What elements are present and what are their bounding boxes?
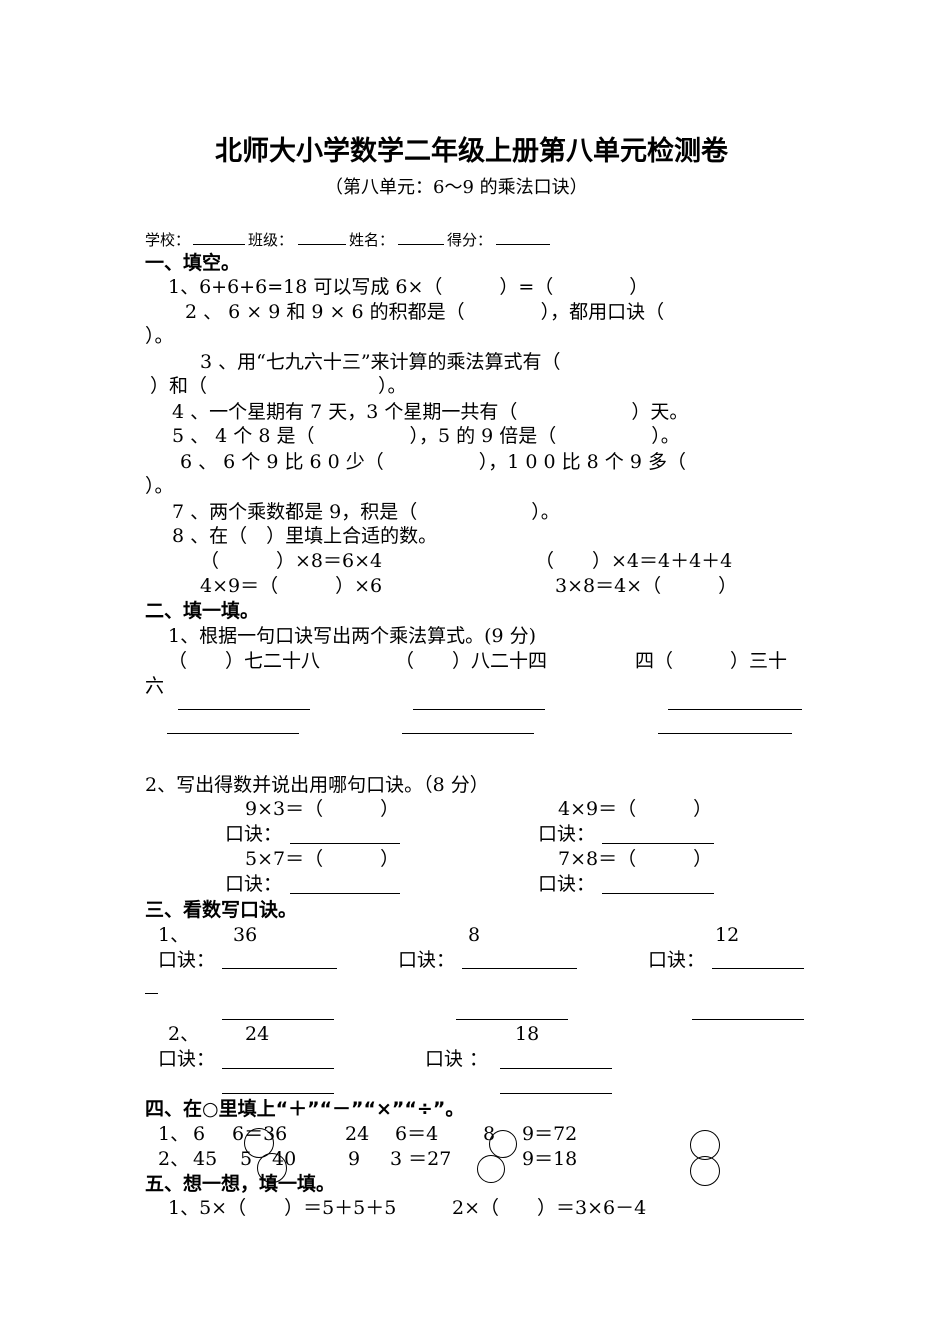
- s1-q8-item-a: （ ）×8＝6×4: [200, 550, 383, 572]
- s4-row-1-number: 1、: [158, 1123, 190, 1145]
- section-1-heading: 一、填空。: [145, 252, 241, 274]
- operator-circle[interactable]: [244, 1128, 274, 1158]
- s2-expression-4: 7×8＝（ ）: [558, 848, 713, 870]
- operator-circle[interactable]: [477, 1155, 505, 1183]
- s2-rhyme-blank[interactable]: [290, 843, 400, 844]
- s2-expression-3: 5×7＝（ ）: [245, 848, 400, 870]
- operator-circle[interactable]: [690, 1156, 720, 1186]
- s2-rhyme-label: 口诀：: [538, 823, 596, 845]
- s3-value-18: 18: [515, 1023, 540, 1045]
- s3-rhyme-blank[interactable]: [456, 1019, 568, 1020]
- s2-answer-line[interactable]: [178, 709, 310, 710]
- s1-question-8: 8 、在（ ）里填上合适的数。: [172, 525, 438, 547]
- s2-answer-line[interactable]: [167, 733, 299, 734]
- s2-answer-line[interactable]: [402, 733, 534, 734]
- s2-rhyme-3-cont: 六: [145, 675, 165, 697]
- school-blank[interactable]: [193, 244, 245, 245]
- s2-rhyme-1: （ ）七二十八: [168, 650, 321, 672]
- s3-rhyme-blank[interactable]: [222, 1068, 334, 1069]
- s2-rhyme-label: 口诀：: [225, 823, 283, 845]
- s2-answer-line[interactable]: [658, 733, 792, 734]
- page-subtitle: （第八单元：6～9 的乘法口诀）: [325, 177, 588, 198]
- section-3-heading: 三、看数写口诀。: [145, 899, 298, 921]
- s3-rhyme-blank[interactable]: [712, 968, 804, 969]
- score-blank[interactable]: [496, 244, 550, 245]
- s2-rhyme-blank[interactable]: [602, 843, 714, 844]
- s3-rhyme-label: 口诀：: [158, 949, 216, 971]
- s3-rhyme-label: 口诀：: [398, 949, 456, 971]
- s4-r1-operand: 9＝72: [522, 1123, 578, 1145]
- s4-r2-operand: 9: [348, 1148, 361, 1170]
- s1-q8-item-d: 3×8＝4×（ ）: [555, 575, 738, 597]
- s2-rhyme-2: （ ）八二十四: [395, 650, 548, 672]
- s3-rhyme-label: 口诀：: [648, 949, 706, 971]
- s1-question-3: 3 、用“七九六十三”来计算的乘法算式有（: [200, 351, 561, 373]
- s3-rhyme-blank[interactable]: [222, 968, 337, 969]
- s3-rhyme-blank[interactable]: [500, 1093, 612, 1094]
- s3-rhyme-blank[interactable]: [500, 1068, 612, 1069]
- s1-question-6-cont: ）。: [145, 475, 174, 497]
- section-5-heading: 五、想一想，填一填。: [145, 1173, 336, 1195]
- s1-q8-item-c: 4×9＝（ ）×6: [200, 575, 383, 597]
- s1-question-5: 5 、 4 个 8 是（ ），5 的 9 倍是（ ）。: [172, 425, 680, 447]
- s2-rhyme-label: 口诀：: [225, 873, 283, 895]
- school-label: 学校：: [145, 231, 191, 249]
- page-title: 北师大小学数学二年级上册第八单元检测卷: [215, 136, 728, 167]
- s2-rhyme-3: 四（ ）三十: [635, 650, 788, 672]
- s2-rhyme-label: 口诀：: [538, 873, 596, 895]
- s1-question-2-cont: ）。: [145, 325, 174, 347]
- s1-question-4: 4 、一个星期有 7 天，3 个星期一共有（ ）天。: [172, 401, 689, 423]
- s5-question-1a: 1、5×（ ）＝5＋5＋5: [168, 1197, 397, 1219]
- s2-answer-line[interactable]: [668, 709, 802, 710]
- s4-r1-operand: 6＝4: [395, 1123, 439, 1145]
- operator-circle[interactable]: [257, 1153, 287, 1183]
- s3-rhyme-blank[interactable]: [692, 1019, 804, 1020]
- s3-rhyme-blank-cont[interactable]: [145, 993, 158, 994]
- s4-r1-operand: 6: [193, 1123, 206, 1145]
- s4-row-2-number: 2、: [158, 1148, 190, 1170]
- s1-question-2: 2 、 6 × 9 和 9 × 6 的积都是（ ），都用口诀（: [185, 301, 665, 323]
- s5-question-1b: 2×（ ）＝3×6－4: [452, 1197, 647, 1219]
- s3-rhyme-blank[interactable]: [222, 1093, 334, 1094]
- name-blank[interactable]: [398, 244, 444, 245]
- s3-number-1: 1、: [158, 924, 190, 946]
- s2-question-1: 1、根据一句口诀写出两个乘法算式。(9 分): [168, 625, 537, 647]
- s1-question-3-cont: ）和（ ）。: [150, 375, 407, 397]
- s2-answer-line[interactable]: [413, 709, 545, 710]
- s4-r1-operand: 24: [345, 1123, 370, 1145]
- s3-rhyme-blank[interactable]: [462, 968, 577, 969]
- s1-question-6: 6 、 6 个 9 比 6 0 少（ ），1 0 0 比 8 个 9 多（: [180, 451, 686, 473]
- s2-rhyme-blank[interactable]: [602, 893, 714, 894]
- operator-circle[interactable]: [489, 1130, 517, 1158]
- section-4-heading: 四、在○里填上“＋”“－”“×”“÷”。: [145, 1098, 465, 1120]
- s4-r2-operand: 45: [193, 1148, 218, 1170]
- s3-rhyme-label: 口诀：: [158, 1048, 216, 1070]
- s3-value-12: 12: [715, 924, 740, 946]
- s2-expression-2: 4×9＝（ ）: [558, 798, 713, 820]
- s1-question-7: 7 、两个乘数都是 9，积是（ ）。: [172, 501, 560, 523]
- s1-question-1: 1、6+6+6=18 可以写成 6×（ ）=（ ）: [168, 276, 649, 298]
- class-blank[interactable]: [298, 244, 346, 245]
- section-2-heading: 二、填一填。: [145, 600, 260, 622]
- s3-value-24: 24: [245, 1023, 270, 1045]
- s1-q8-item-b: （ ）×4＝4＋4＋4: [535, 550, 733, 572]
- name-label: 姓名：: [349, 231, 395, 249]
- class-label: 班级：: [248, 231, 294, 249]
- score-label: 得分：: [447, 231, 493, 249]
- s2-question-2: 2、写出得数并说出用哪句口诀。（8 分）: [145, 774, 489, 796]
- s3-value-8: 8: [468, 924, 481, 946]
- s3-value-36: 36: [233, 924, 258, 946]
- s3-number-2: 2、: [168, 1023, 200, 1045]
- s2-expression-1: 9×3＝（ ）: [245, 798, 400, 820]
- s3-rhyme-blank[interactable]: [222, 1019, 334, 1020]
- s2-rhyme-blank[interactable]: [290, 893, 400, 894]
- s3-rhyme-label: 口诀 ：: [425, 1048, 489, 1070]
- s4-r2-operand: 3 ＝27: [390, 1148, 452, 1170]
- s4-r2-operand: 9＝18: [522, 1148, 578, 1170]
